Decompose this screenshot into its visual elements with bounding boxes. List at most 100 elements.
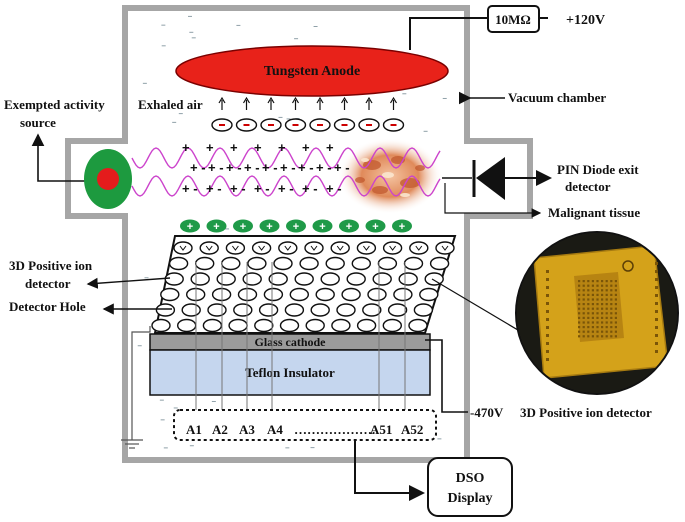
charge-sign: + (230, 140, 238, 155)
detector-hole (299, 256, 319, 271)
charge-sign: + - (334, 160, 350, 175)
detector-hole (393, 287, 413, 302)
detector-hole (199, 241, 219, 255)
detector-hole (367, 287, 387, 302)
dso-display-box (427, 457, 513, 517)
malignant-tissue-pointer (444, 183, 542, 218)
detector-hole (176, 318, 197, 333)
detector-hole (331, 318, 351, 333)
signal-wires (192, 262, 409, 419)
charge-sign: + - (326, 181, 342, 196)
detector-hole (330, 241, 350, 255)
exempted-source-label-2: source (20, 115, 56, 130)
charge-sign: + (182, 140, 190, 155)
hv-positive-label: +120V (566, 13, 605, 28)
teflon-label: Teflon Insulator (245, 365, 335, 380)
charge-sign: + - (226, 160, 242, 175)
charge-sign: + (302, 140, 310, 155)
detector-hole (289, 287, 309, 302)
tungsten-anode (175, 45, 449, 97)
detector-hole (341, 287, 361, 302)
negative-ion (235, 96, 258, 132)
detector-hole (310, 303, 330, 317)
positive-ion: + (365, 219, 386, 233)
detector-hole (325, 256, 345, 271)
svg-text:+: + (213, 221, 219, 233)
detector-hole (160, 287, 180, 302)
detector-hole (168, 256, 189, 271)
detector-hole (151, 318, 171, 333)
charge-sign: + - (298, 160, 314, 175)
positive-ion: + (286, 219, 306, 233)
detector-3d-label-2: detector (25, 276, 71, 291)
detector-hole (351, 256, 371, 271)
vacuum-chamber-label: Vacuum chamber (508, 90, 606, 105)
positive-ion: + (233, 219, 253, 233)
detector-hole (409, 241, 429, 255)
detector-hole (304, 241, 324, 255)
positive-ion: + (180, 219, 200, 233)
detector-hole (387, 303, 408, 317)
charge-sign: + - (206, 181, 222, 196)
svg-text:+: + (372, 221, 378, 233)
channel-ellipsis: ………………. (294, 422, 375, 437)
detector-hole (279, 318, 300, 333)
detector-hole (221, 256, 241, 271)
detector-hole (194, 256, 215, 271)
detector-3d-label-1: 3D Positive ion (9, 258, 93, 273)
positive-ion: + (312, 219, 333, 233)
anode-label: Tungsten Anode (264, 64, 360, 79)
source-core (97, 168, 119, 190)
dso-label-1: DSO (456, 471, 485, 486)
detector-hole (294, 272, 314, 286)
negative-ion (284, 96, 307, 132)
detector-photo (517, 233, 677, 393)
detector-hole (268, 272, 288, 286)
detector-hole (164, 272, 184, 286)
negative-ion (333, 96, 356, 132)
radiation-wave-upper (131, 147, 441, 169)
svg-text:+: + (266, 221, 272, 233)
detector-hole (408, 318, 428, 333)
negative-ion (358, 96, 380, 132)
detector-hole (382, 241, 403, 255)
negative-ions-row (211, 96, 405, 132)
pin-diode-label-1: PIN Diode exit (557, 162, 639, 177)
negative-ion (382, 96, 405, 132)
detector-3d-arrow (86, 277, 171, 289)
detector-hole (258, 303, 279, 317)
negative-ion (309, 96, 331, 132)
charge-sign: + (326, 140, 334, 155)
detector-hole (356, 318, 377, 333)
detector-hole (320, 272, 340, 286)
detector-hole (424, 272, 444, 286)
cathode-hv-wire (425, 339, 468, 413)
channel-box (173, 409, 437, 441)
negative-ion (211, 96, 233, 132)
detector-hole (242, 272, 262, 286)
detector-hole (247, 256, 267, 271)
detector-hole (429, 256, 450, 271)
detector-hole (207, 303, 227, 317)
ionization-charges: ++++++++ -+ -+ -+ -+ -+ -+ -+ -+ -+ -+ -… (182, 140, 350, 196)
positive-ion: + (392, 219, 412, 233)
positive-ion: + (259, 219, 280, 233)
detector-hole (228, 318, 248, 333)
svg-text:+: + (346, 221, 352, 233)
detector-hole (382, 318, 402, 333)
detector-hole (372, 272, 392, 286)
detector-hole (181, 303, 201, 317)
glass-cathode-label: Glass cathode (254, 335, 326, 349)
charge-sign: + - (244, 160, 260, 175)
detector-hole (284, 303, 305, 317)
detector-hole (251, 241, 272, 255)
detector-hole (398, 272, 418, 286)
detector-hole (315, 287, 335, 302)
detector-hole (419, 287, 439, 302)
detector-hole (346, 272, 366, 286)
detector-hole (362, 303, 382, 317)
dso-wire (354, 440, 425, 501)
photo-pointer (431, 278, 529, 337)
source-label-arrow (31, 133, 88, 182)
